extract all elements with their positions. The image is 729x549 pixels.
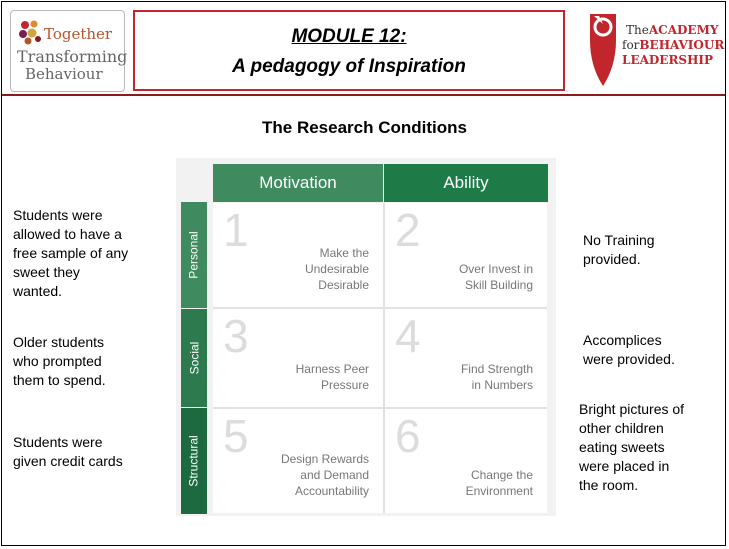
- logo-right-line3: LEADERSHIP: [622, 53, 714, 67]
- column-header-ability: Ability: [384, 164, 548, 202]
- matrix-cell-2: 2 Over Invest in Skill Building: [385, 203, 547, 307]
- module-number: MODULE 12:: [291, 26, 407, 47]
- logo-left-line2: Transforming: [17, 47, 128, 66]
- cell-number: 6: [395, 410, 421, 462]
- module-title-box: MODULE 12: A pedagogy of Inspiration: [133, 10, 565, 91]
- people-cluster-icon: [19, 20, 41, 45]
- cell-label: Find Strength in Numbers: [460, 362, 533, 392]
- column-header-motivation: Motivation: [213, 164, 383, 202]
- cell-number: 3: [223, 310, 249, 362]
- cell-number: 2: [395, 204, 421, 256]
- section-subtitle: The Research Conditions: [262, 118, 467, 137]
- cell-label: Over Invest in Skill Building: [458, 262, 533, 292]
- logo-left-line3: Behaviour: [25, 65, 103, 83]
- note-personal-motivation: Students were allowed to have a free sam…: [13, 207, 129, 299]
- cell-number: 1: [223, 204, 249, 256]
- academy-behaviour-leadership-logo: TheACADEMY forBEHAVIOUR LEADERSHIP: [584, 10, 725, 88]
- matrix-cell-5: 5 Design Rewards and Demand Accountabili…: [213, 409, 383, 513]
- matrix-cell-6: 6 Change the Environment: [385, 409, 547, 513]
- cell-number: 4: [395, 310, 421, 362]
- row-header-structural: Structural: [181, 408, 207, 514]
- row-header-personal: Personal: [181, 202, 207, 308]
- note-structural-ability: Bright pictures of other children eating…: [579, 401, 685, 493]
- matrix-cell-4: 4 Find Strength in Numbers: [385, 309, 547, 407]
- cell-number: 5: [223, 410, 249, 462]
- cell-label: Make the Undesirable Desirable: [304, 246, 369, 292]
- module-title: A pedagogy of Inspiration: [232, 56, 466, 77]
- cell-label: Design Rewards and Demand Accountability: [280, 452, 369, 498]
- logo-left-line1: Together: [44, 25, 113, 43]
- note-social-ability: Accomplices were provided.: [583, 332, 675, 367]
- row-header-social: Social: [181, 309, 207, 407]
- together-transforming-behaviour-logo: Together Transforming Behaviour: [10, 10, 128, 92]
- note-personal-ability: No Training provided.: [583, 232, 655, 267]
- cell-label: Harness Peer Pressure: [295, 362, 369, 392]
- cell-label: Change the Environment: [465, 468, 533, 498]
- matrix-divider-vertical: [383, 203, 385, 513]
- note-social-motivation: Older students who prompted them to spen…: [13, 334, 106, 388]
- note-structural-motivation: Students were given credit cards: [13, 434, 123, 469]
- matrix-cell-1: 1 Make the Undesirable Desirable: [213, 203, 383, 307]
- logo-right-line1: TheACADEMY: [626, 23, 719, 37]
- matrix-divider-horizontal: [213, 307, 547, 309]
- matrix-cell-3: 3 Harness Peer Pressure: [213, 309, 383, 407]
- header-divider: [2, 94, 725, 96]
- logo-right-line2: forBEHAVIOUR: [622, 38, 725, 52]
- matrix-divider-horizontal: [213, 407, 547, 409]
- shield-emblem-icon: [590, 14, 616, 86]
